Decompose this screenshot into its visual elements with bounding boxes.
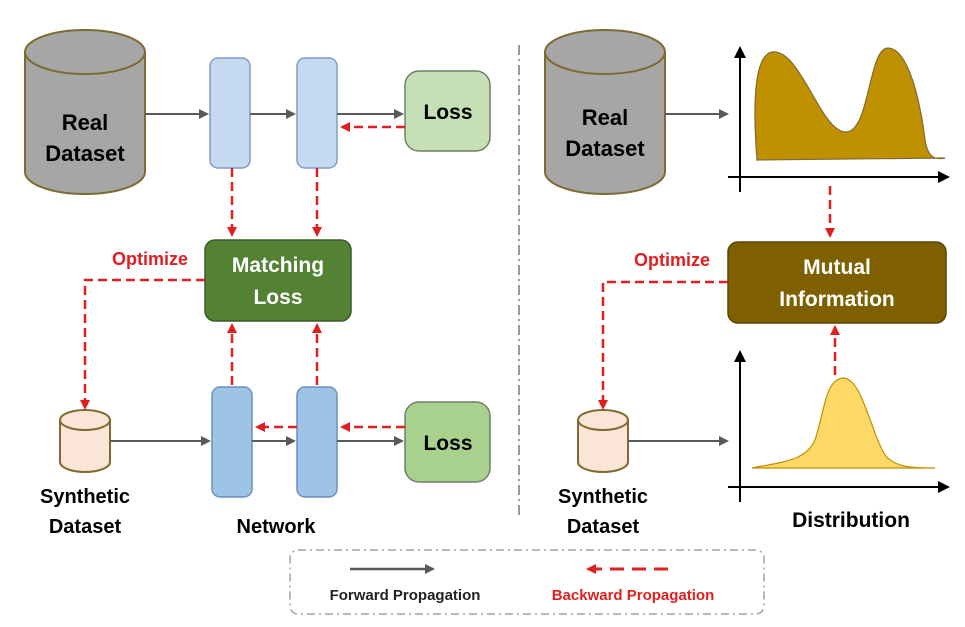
- real-dataset-cylinder: Real Dataset: [24, 29, 146, 195]
- loss-box-bottom: Loss: [404, 401, 491, 483]
- matching-loss-label-line2: Loss: [253, 286, 302, 309]
- synthetic-dataset-right-label-line1: Synthetic: [558, 486, 648, 508]
- optimize-label-right: Optimize: [634, 250, 710, 270]
- real-distribution-plot: [728, 46, 950, 192]
- mutual-information-label-line2: Information: [779, 288, 895, 311]
- real-dataset-cylinder-right: Real Dataset: [544, 29, 666, 195]
- real-distribution-curve: [754, 47, 946, 161]
- real-dataset-right-label-line2: Dataset: [565, 136, 645, 161]
- legend-forward-label: Forward Propagation: [330, 587, 481, 604]
- network-block-top-1: [209, 57, 251, 169]
- matching-loss-box: Matching Loss: [204, 239, 352, 322]
- network-block-top-2: [296, 57, 338, 169]
- optimize-arrow-right: [598, 280, 728, 410]
- synthetic-dataset-cylinder-right: [577, 409, 629, 473]
- network-label: Network: [237, 516, 317, 538]
- legend: Forward Propagation Backward Propagation: [289, 549, 765, 615]
- real-dataset-label-line2: Dataset: [45, 141, 125, 166]
- synthetic-dataset-label-line1: Synthetic: [40, 486, 130, 508]
- loss-box-top: Loss: [404, 70, 491, 152]
- synthetic-dataset-label-line2: Dataset: [49, 516, 122, 538]
- loss-top-label: Loss: [423, 101, 472, 124]
- optimize-label-left: Optimize: [112, 249, 188, 269]
- synthetic-distribution-curve: [751, 377, 936, 469]
- network-block-bottom-2: [296, 386, 338, 498]
- real-dataset-label-line1: Real: [62, 110, 108, 135]
- legend-backward-label: Backward Propagation: [552, 587, 715, 604]
- real-dataset-right-label-line1: Real: [582, 105, 628, 130]
- synthetic-dataset-right-label-line2: Dataset: [567, 516, 640, 538]
- matching-loss-label-line1: Matching: [232, 254, 324, 277]
- mutual-information-label-line1: Mutual: [803, 256, 871, 279]
- network-block-bottom-1: [211, 386, 253, 498]
- optimize-arrow-left: [80, 278, 205, 410]
- loss-bottom-label: Loss: [423, 432, 472, 455]
- distribution-label: Distribution: [792, 509, 910, 532]
- synthetic-dataset-cylinder: [59, 409, 111, 473]
- synthetic-distribution-plot: [728, 350, 950, 502]
- mutual-information-box: Mutual Information: [727, 241, 947, 324]
